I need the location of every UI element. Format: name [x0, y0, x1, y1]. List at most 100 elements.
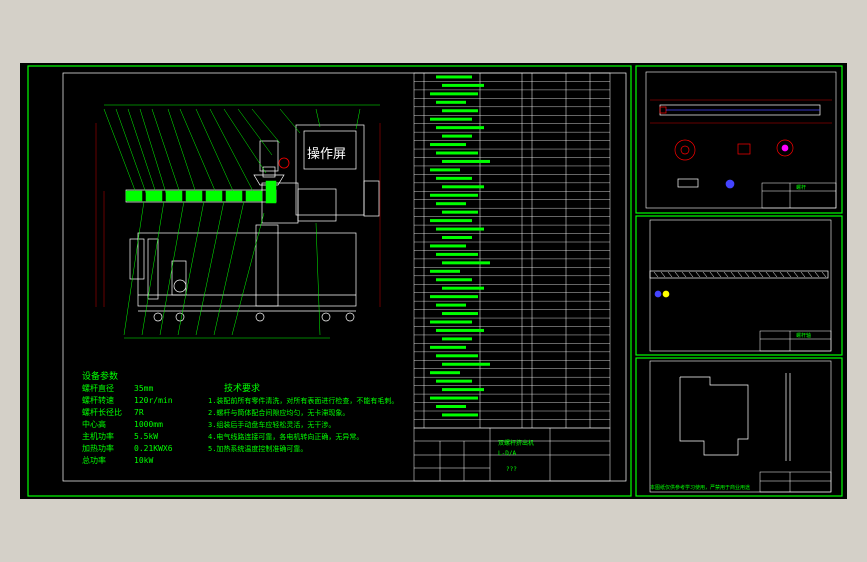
- flight-mark: [814, 271, 820, 278]
- flight-mark: [681, 271, 687, 278]
- table-cell-mark: [436, 252, 478, 256]
- params-title: 设备参数: [82, 370, 118, 382]
- param-value: 35mm: [134, 384, 153, 393]
- tech-note: 5.加热系统温度控制准确可靠。: [208, 444, 307, 453]
- tech-title: 技术要求: [224, 382, 260, 394]
- param-name: 加热功率: [82, 443, 114, 453]
- title-block-drawing-no: L-D/A: [498, 450, 516, 457]
- flight-mark: [737, 271, 743, 278]
- flight-mark: [730, 271, 736, 278]
- flight-mark: [779, 271, 785, 278]
- title-block: [413, 427, 611, 482]
- table-cell-mark: [442, 286, 484, 290]
- tech-notes: 1.装配前所有零件清洗，对所有表面进行检查，不能有毛刺。 2.螺杆与筒体配合间隙…: [208, 396, 398, 453]
- flight-mark: [744, 271, 750, 278]
- param-name: 主机功率: [82, 431, 114, 441]
- table-cell-mark: [430, 219, 472, 223]
- barrel-heaters: [125, 180, 277, 204]
- table-cell-mark: [442, 109, 478, 113]
- table-cell-mark: [442, 312, 478, 316]
- drawing-svg: 操作屏 设备参数 螺杆直径 35mm 螺杆转速 120r/min 螺杆长径比 7…: [27, 65, 843, 497]
- table-cell-mark: [430, 396, 478, 400]
- sheet3-title: 螺杆轴: [796, 332, 811, 339]
- sheet4-title-block: [759, 471, 832, 493]
- tech-note: 1.装配前所有零件清洗，对所有表面进行检查，不能有毛刺。: [208, 396, 398, 405]
- table-cell-mark: [436, 354, 478, 358]
- table-cell-mark: [442, 388, 484, 392]
- table-cell-mark: [436, 379, 472, 383]
- param-value: 10kW: [134, 456, 153, 465]
- flight-mark: [702, 271, 708, 278]
- title-block-name: 双螺杆挤出机: [498, 439, 534, 447]
- flight-mark: [667, 271, 673, 278]
- param-name: 螺杆转速: [82, 395, 114, 405]
- table-cell-mark: [430, 143, 466, 147]
- param-value: 7R: [134, 408, 144, 417]
- params-list: 螺杆直径 35mm 螺杆转速 120r/min 螺杆长径比 7R 中心高 100…: [82, 383, 173, 465]
- table-cell-mark: [442, 210, 478, 214]
- flight-mark: [709, 271, 715, 278]
- flight-mark: [751, 271, 757, 278]
- param-value: 1000mm: [134, 420, 163, 429]
- param-value: 120r/min: [134, 396, 173, 405]
- table-cell-mark: [442, 337, 472, 341]
- table-cell-mark: [436, 278, 472, 282]
- flight-marks: [653, 271, 827, 278]
- table-cell-mark: [430, 193, 478, 197]
- table-cell-mark: [430, 269, 460, 273]
- param-value: 5.5kW: [134, 432, 158, 441]
- table-cell-mark: [436, 176, 472, 180]
- table-cell-mark: [430, 244, 466, 248]
- motor-marker: [278, 157, 290, 169]
- flight-mark: [765, 271, 771, 278]
- sheet3-inner-border: [649, 219, 832, 352]
- table-cell-mark: [430, 320, 472, 324]
- sheet1-inner-border: [62, 72, 627, 482]
- tech-note: 2.螺杆与筒体配合间隙应均匀，无卡滞现象。: [208, 408, 349, 417]
- cad-canvas[interactable]: 操作屏 设备参数 螺杆直径 35mm 螺杆转速 120r/min 螺杆长径比 7…: [20, 63, 847, 499]
- flight-mark: [786, 271, 792, 278]
- screw-shaft-drawing: [649, 270, 829, 298]
- table-cell-mark: [430, 371, 460, 375]
- table-cell-mark: [436, 328, 484, 332]
- sheet3-title-block: [759, 330, 832, 352]
- sheet2-title-block: [761, 182, 837, 209]
- table-cell-mark: [442, 159, 490, 163]
- screw-part-drawing: [650, 99, 832, 189]
- param-name: 螺杆长径比: [82, 407, 122, 417]
- table-cell-mark: [436, 202, 466, 206]
- table-cell-mark: [442, 236, 472, 239]
- table-cell-mark: [436, 227, 484, 231]
- table-cell-mark: [436, 303, 466, 307]
- table-cell-mark: [436, 405, 466, 408]
- table-cell-mark: [442, 134, 472, 138]
- flight-mark: [716, 271, 722, 278]
- flight-mark: [674, 271, 680, 278]
- flight-mark: [723, 271, 729, 278]
- flight-mark: [800, 271, 806, 278]
- flight-mark: [660, 271, 666, 278]
- param-value: 0.21KWX6: [134, 444, 173, 453]
- flight-mark: [653, 271, 659, 278]
- param-name: 螺杆直径: [82, 383, 114, 393]
- table-cell-mark: [442, 362, 490, 366]
- sheet2-inner-border: [645, 71, 837, 209]
- param-name: 总功率: [82, 455, 106, 465]
- param-name: 中心高: [82, 419, 106, 429]
- leader-lines: [103, 104, 380, 339]
- table-cell-mark: [442, 261, 490, 265]
- flight-mark: [695, 271, 701, 278]
- sheet2-frame: [635, 65, 843, 214]
- sheet2-title: 螺杆: [796, 184, 806, 191]
- sheet4-footer: 本图纸仅供参考学习使用，严禁用于商业用途: [650, 484, 750, 491]
- table-cell-mark: [436, 126, 484, 130]
- flight-mark: [793, 271, 799, 278]
- sheet4-inner-border: [649, 360, 832, 493]
- table-cell-mark: [442, 83, 484, 87]
- tech-note: 4.电气线路连接可靠，各电机转向正确，无异常。: [208, 432, 363, 441]
- cabinet-label: 操作屏: [307, 146, 346, 162]
- table-cell-mark: [430, 168, 460, 172]
- title-block-qty: ???: [506, 466, 517, 473]
- dimension-lines: [95, 123, 381, 307]
- flight-mark: [821, 271, 827, 278]
